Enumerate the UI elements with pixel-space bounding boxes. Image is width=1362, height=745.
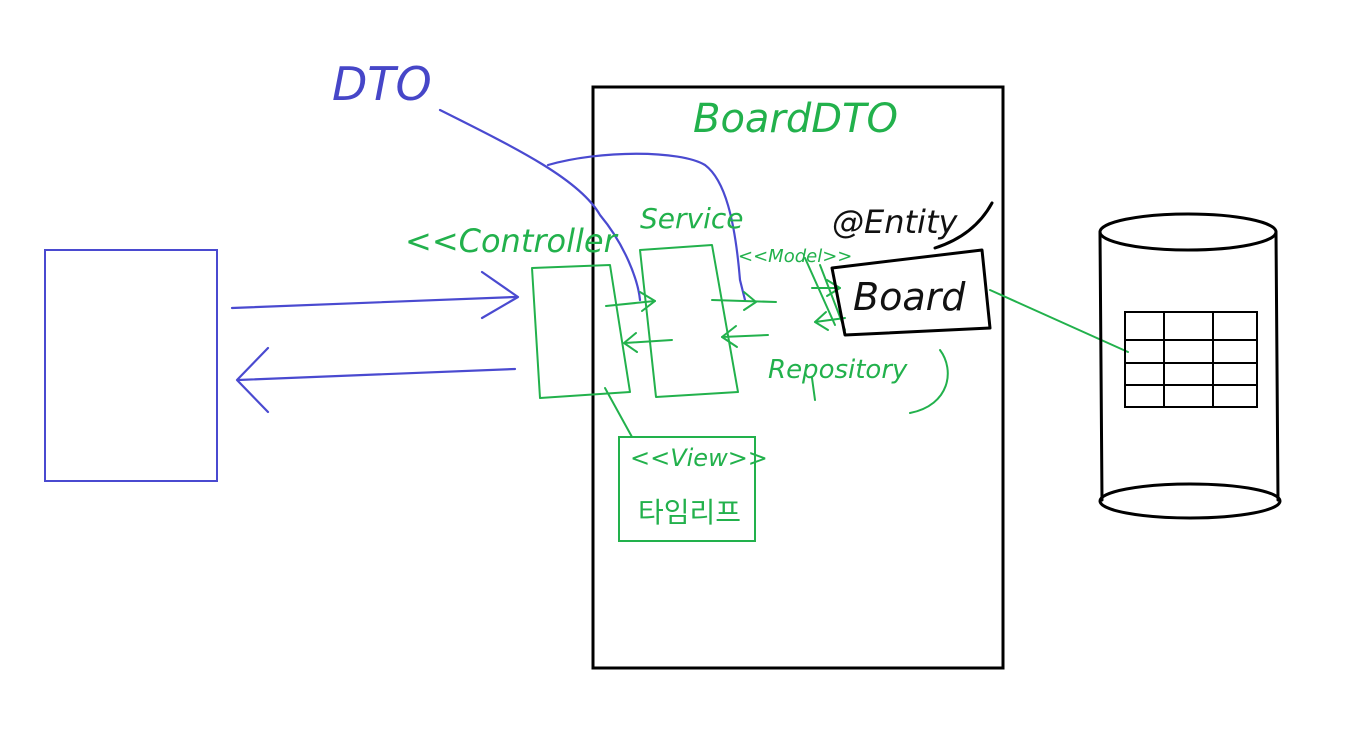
service-repository-arrows (711, 291, 777, 348)
service-label: Service (640, 202, 743, 235)
model-label: <<Model>> (738, 246, 852, 267)
server-box (591, 85, 1005, 670)
controller-service-arrows (605, 291, 673, 353)
view-box (618, 436, 756, 542)
db-table-icon (1124, 311, 1258, 408)
request-arrow (230, 270, 520, 320)
dto-arc (546, 152, 747, 302)
board-db-link (989, 289, 1129, 353)
controller-box (531, 264, 631, 399)
view-label: <<View>> (630, 444, 768, 472)
entity-connector (933, 201, 994, 250)
controller-label: <<Controller (405, 222, 619, 260)
repository-label: Repository (768, 355, 908, 385)
controller-view-link (604, 387, 633, 438)
repository-tick (811, 377, 816, 401)
client-box (44, 249, 218, 482)
response-arrow (235, 346, 517, 414)
board-arrows (811, 279, 846, 331)
board-label: Board (853, 275, 966, 319)
template-label: 타임리프 (638, 496, 741, 529)
repository-hook (909, 349, 949, 414)
board-dto-label: BoardDTO (693, 96, 898, 142)
entity-label: @Entity (832, 203, 958, 241)
board-box (830, 248, 992, 337)
dto-label: DTO (332, 57, 432, 111)
database-icon (1098, 212, 1282, 520)
dto-flow-line (438, 108, 642, 302)
service-box (639, 244, 739, 398)
